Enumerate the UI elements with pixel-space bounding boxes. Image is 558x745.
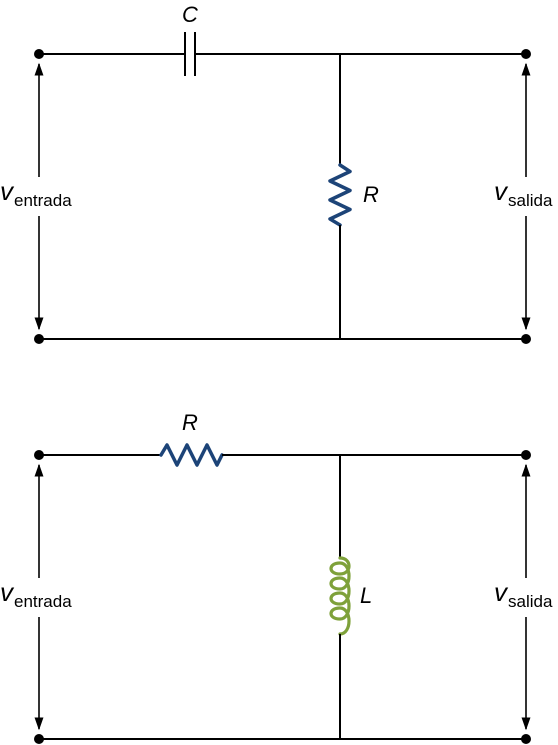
terminal-dot — [34, 734, 44, 744]
terminal-dot — [521, 734, 531, 744]
capacitor-label: C — [182, 2, 198, 27]
resistor-symbol — [159, 443, 224, 467]
terminal-dot — [521, 450, 531, 460]
terminal-dot — [34, 49, 44, 59]
terminal-dot — [34, 334, 44, 344]
resistor-label: R — [363, 182, 379, 207]
terminal-dot — [521, 334, 531, 344]
inductor-symbol — [329, 556, 351, 636]
output-voltage-label: vsalida — [494, 176, 553, 210]
rl-circuit: R L ventrada vsalida — [0, 410, 553, 744]
terminal-dot — [521, 49, 531, 59]
resistor-label: R — [182, 410, 198, 435]
inductor-label: L — [360, 583, 372, 608]
capacitor-symbol — [184, 32, 196, 76]
rc-circuit: C R ventrada vsalida — [0, 2, 553, 344]
input-voltage-label: ventrada — [0, 577, 72, 611]
terminal-dot — [34, 450, 44, 460]
output-voltage-label: vsalida — [494, 577, 553, 611]
input-voltage-label: ventrada — [0, 176, 72, 210]
resistor-symbol — [328, 163, 352, 227]
